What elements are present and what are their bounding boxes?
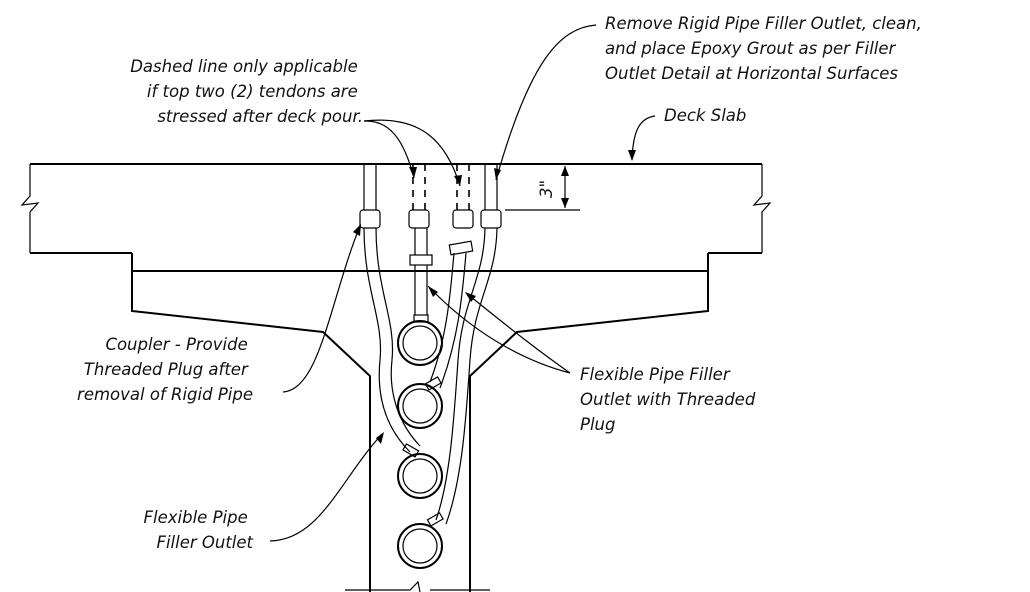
break-line-bottom (345, 580, 490, 592)
label-dashed-line-1: Dashed line only applicable (130, 57, 358, 76)
leader-flex-threaded-1 (427, 285, 571, 374)
leader-flex-outlet-arrow (376, 432, 384, 444)
duct-1 (397, 320, 443, 366)
label-coupler-line-3: removal of Rigid Pipe (77, 385, 253, 404)
label-flex-threaded-line-2: Outlet with Threaded (580, 390, 756, 409)
label-dashed-line: Dashed line only applicable if top two (… (130, 57, 363, 126)
duct-3-inner (402, 458, 438, 494)
duct-3 (397, 453, 443, 499)
leader-deck-slab-arrow (628, 150, 636, 161)
flex-pipe-c-2 (439, 252, 467, 389)
leader-deck-slab (631, 115, 656, 161)
flex-pipe-d-1 (435, 227, 486, 521)
leader-dashed-2 (363, 119, 461, 187)
rigid-pipes (359, 164, 502, 229)
dimension-arrow-bottom (561, 198, 569, 208)
leader-dashed-1-arrow (409, 167, 417, 178)
coupler-3 (452, 209, 474, 229)
flex-pipe-a-2 (375, 227, 421, 447)
leader-flex-threaded-1-arrow (428, 286, 438, 297)
break-line-left (20, 164, 40, 253)
duct-2-inner (402, 388, 438, 424)
label-coupler: Coupler - Provide Threaded Plug after re… (77, 335, 253, 404)
leader-dashed-1 (363, 120, 415, 179)
dimension-arrow-top (561, 166, 569, 176)
label-flex-outlet-line-2: Filler Outlet (156, 533, 253, 552)
label-dashed-line-3: stressed after deck pour. (157, 107, 363, 126)
threaded-plug-b (409, 254, 433, 266)
label-coupler-line-1: Coupler - Provide (105, 335, 247, 354)
label-flex-threaded-line-3: Plug (580, 415, 615, 434)
leader-flex-threaded-2 (465, 292, 571, 374)
tendon-ducts (397, 314, 444, 569)
label-dashed-line-2: if top two (2) tendons are (147, 82, 358, 101)
flexible-pipes (363, 227, 498, 525)
duct-2-stem (424, 376, 442, 391)
coupler-4 (480, 209, 502, 229)
label-flex-outlet: Flexible Pipe Filler Outlet (144, 508, 254, 552)
duct-2 (397, 383, 443, 429)
duct-4 (397, 523, 443, 569)
coupler-2 (408, 209, 430, 229)
flex-pipe-c-1 (429, 252, 455, 383)
leaders (269, 24, 656, 542)
girder-flange-outline-right (469, 253, 709, 592)
duct-1-inner (402, 325, 438, 361)
labels: Remove Rigid Pipe Filler Outlet, clean, … (77, 14, 927, 552)
leader-coupler-arrow (353, 224, 361, 236)
label-coupler-line-2: Threaded Plug after (84, 360, 249, 379)
leader-remove-rigid (495, 24, 597, 181)
label-flex-threaded-line-1: Flexible Pipe Filler (580, 365, 731, 384)
duct-3-stem (402, 443, 420, 458)
flex-pipe-a-1 (363, 227, 411, 453)
break-line-right (752, 164, 772, 253)
duct-1-stem (413, 314, 429, 323)
leader-remove-rigid-arrow (494, 168, 501, 180)
label-flex-threaded: Flexible Pipe Filler Outlet with Threade… (580, 365, 761, 434)
label-remove-rigid: Remove Rigid Pipe Filler Outlet, clean, … (605, 14, 927, 83)
flex-pipe-d-2 (445, 227, 498, 525)
leader-coupler (282, 225, 361, 393)
label-deck-slab: Deck Slab (664, 106, 746, 125)
dimension-text: 3" (537, 180, 556, 198)
label-remove-rigid-line-2: and place Epoxy Grout as per Filler (605, 39, 897, 58)
leader-flex-threaded-2-arrow (465, 292, 476, 302)
duct-4-inner (402, 528, 438, 564)
threaded-plug-c (448, 240, 474, 256)
coupler-1 (359, 209, 381, 229)
leader-flex-outlet (269, 433, 383, 542)
leader-dashed-2-arrow (454, 175, 462, 186)
label-remove-rigid-line-1: Remove Rigid Pipe Filler Outlet, clean, (605, 14, 922, 33)
label-remove-rigid-line-3: Outlet Detail at Horizontal Surfaces (605, 64, 898, 83)
dimension-3in: 3" (505, 166, 580, 211)
duct-4-stem (426, 512, 444, 527)
label-flex-outlet-line-1: Flexible Pipe (144, 508, 248, 527)
